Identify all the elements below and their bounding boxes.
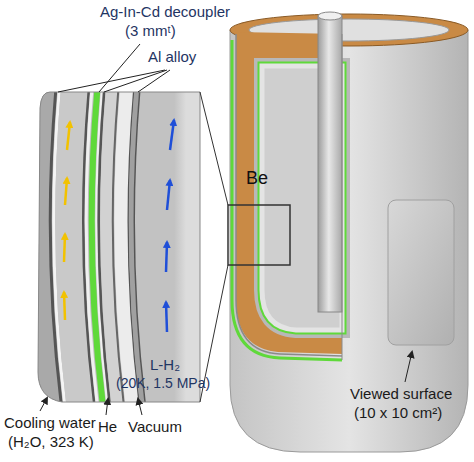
condition-note: (20K, 1.5 MPa) (116, 375, 210, 391)
part-name: Al alloy (148, 48, 196, 65)
zoom-panel (30, 85, 205, 410)
part-name: Ag-In-Cd decoupler (100, 3, 230, 20)
condition-note: (H₂O, 323 K) (8, 433, 94, 450)
part-name: L-H₂ (150, 356, 180, 373)
part-name: Be (246, 168, 268, 189)
part-name: Vacuum (128, 418, 182, 435)
part-name: Cooling water (4, 414, 96, 431)
part-name: He (98, 418, 117, 435)
dimension: (10 x 10 cm²) (354, 404, 442, 421)
part-name: Viewed surface (350, 385, 452, 402)
vessel (230, 12, 468, 452)
dimension: (3 mmᵗ) (125, 22, 176, 39)
